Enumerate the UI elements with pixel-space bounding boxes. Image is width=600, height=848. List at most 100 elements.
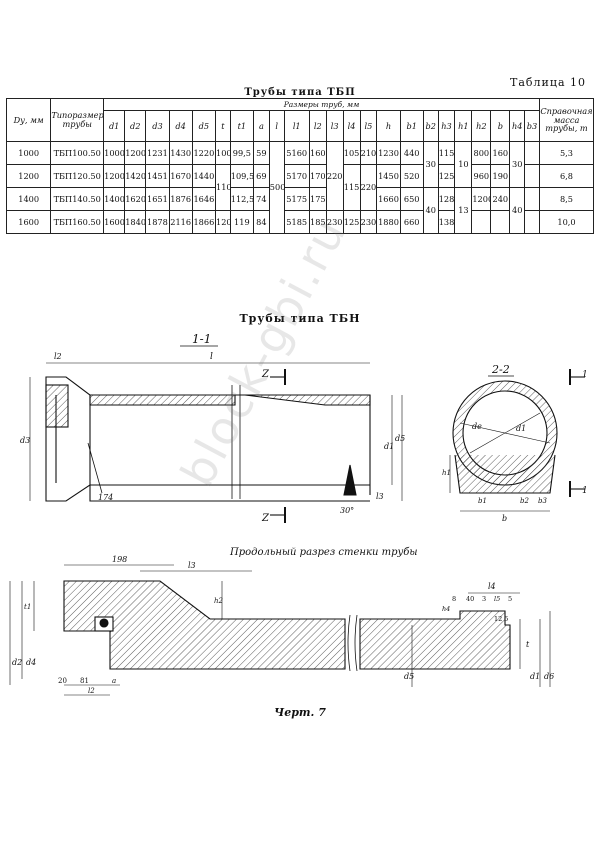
col-h3: h3 bbox=[437, 110, 456, 142]
cell-l5: 230 bbox=[359, 210, 378, 234]
cell-empty bbox=[524, 141, 540, 165]
cell-d1: 1200 bbox=[103, 164, 126, 188]
cell-b1: 520 bbox=[399, 164, 424, 188]
cell-t1: 99,5 bbox=[229, 141, 254, 165]
cell-d4: 2116 bbox=[168, 210, 193, 234]
label-d1-cross: d1 bbox=[516, 424, 526, 433]
label-cut1-bottom: 1 bbox=[582, 486, 588, 496]
label-12: 12 bbox=[494, 615, 502, 623]
cell-l3-span: 220 bbox=[325, 141, 344, 211]
col-t: t bbox=[214, 110, 231, 142]
cell-l5: 210 bbox=[359, 141, 378, 165]
col-d2: d2 bbox=[124, 110, 147, 142]
cell-dy: 1200 bbox=[5, 164, 52, 188]
cell-mass: 5,3 bbox=[538, 141, 595, 165]
drawing-title: Трубы типа ТБН bbox=[239, 312, 361, 325]
cell-b1: 440 bbox=[399, 141, 424, 165]
label-l: l bbox=[210, 352, 213, 362]
label-cut-top: Z bbox=[261, 369, 270, 380]
table-row: 1400 ТБП140.50 1400 1620 1651 1876 1646 … bbox=[5, 187, 595, 234]
cell-b1: 650 bbox=[399, 187, 424, 211]
cell-h1: 1200 bbox=[471, 187, 492, 211]
cell-h3: 138 bbox=[437, 210, 456, 234]
label-d5-wall: d5 bbox=[404, 672, 414, 681]
cell-a: 74 bbox=[252, 187, 270, 211]
cell-l2: 170 bbox=[308, 164, 327, 188]
label-d3-left: d3 bbox=[20, 436, 30, 445]
cell-h2: 240 bbox=[490, 187, 511, 211]
cell-a: 59 bbox=[252, 141, 270, 165]
col-d5: d5 bbox=[191, 110, 216, 142]
section-1-1-view: 1-1 l l2 174 Z Z d1 d5 bbox=[20, 332, 405, 524]
label-t-wall: t bbox=[526, 640, 530, 649]
cell-l1: 5160 bbox=[283, 141, 310, 165]
label-d6-wall: d6 bbox=[544, 672, 554, 681]
col-b: b bbox=[490, 110, 511, 142]
cell-h1: 800 bbox=[471, 141, 492, 165]
cell-h1 bbox=[471, 210, 492, 234]
cell-a: 69 bbox=[252, 164, 270, 188]
label-d4-wall: d4 bbox=[26, 658, 36, 667]
cell-t1: 109,5 bbox=[229, 164, 254, 188]
cell-type: ТБП100.50 bbox=[50, 141, 105, 165]
cell-d3: 1451 bbox=[145, 164, 170, 188]
col-b2: b2 bbox=[422, 110, 439, 142]
cell-b3-span: 30 bbox=[509, 141, 526, 188]
col-b3: b3 bbox=[524, 110, 540, 142]
col-l2: l2 bbox=[308, 110, 327, 142]
header-dy: Dу, мм bbox=[5, 98, 52, 142]
label-81: 81 bbox=[80, 677, 89, 685]
cell-d3: 1878 bbox=[145, 210, 170, 234]
cell-d2: 1200 bbox=[124, 141, 147, 165]
cell-d2: 1840 bbox=[124, 210, 147, 234]
label-h4-wall: h4 bbox=[442, 605, 450, 613]
cell-l2: 175 bbox=[308, 187, 327, 211]
cell-d2: 1620 bbox=[124, 187, 147, 211]
cell-t1: 112,5 bbox=[229, 187, 254, 211]
label-b2-cross: b2 bbox=[520, 497, 529, 505]
label-8: 8 bbox=[452, 595, 456, 603]
label-de: de bbox=[472, 422, 482, 431]
label-l2-top: l2 bbox=[54, 352, 62, 361]
label-cut-bottom: Z bbox=[261, 513, 270, 524]
table-row: 1200 ТБП120.50 1200 1420 1451 1670 1440 … bbox=[5, 164, 595, 211]
col-h1: h1 bbox=[454, 110, 473, 142]
table-number: Таблица 10 bbox=[510, 76, 586, 89]
cell-h: 1230 bbox=[376, 141, 401, 165]
cell-b2-span: 40 bbox=[422, 187, 439, 234]
cell-h: 1450 bbox=[376, 164, 401, 188]
cell-t-span: 110 bbox=[214, 164, 231, 211]
cell-h3: 125 bbox=[437, 164, 456, 188]
wall-caption: Продольный разрез стенки трубы bbox=[229, 547, 418, 558]
col-l5: l5 bbox=[359, 110, 378, 142]
cell-type: ТБП140.50 bbox=[50, 187, 105, 211]
cell-t: 120 bbox=[214, 210, 231, 234]
header-dims: Размеры труб, мм bbox=[103, 98, 540, 111]
label-l3-wall: l3 bbox=[188, 561, 196, 570]
label-a: a bbox=[112, 677, 116, 685]
cell-d5: 1220 bbox=[191, 141, 216, 165]
cell-mass: 10,0 bbox=[538, 210, 595, 234]
cell-l1: 5185 bbox=[283, 210, 310, 234]
label-20: 20 bbox=[58, 677, 67, 685]
table-row: 1600 ТБП160.50 1600 1840 1878 2116 1866 … bbox=[5, 210, 595, 234]
section-11-label: 1-1 bbox=[192, 332, 211, 346]
cell-type: ТБП120.50 bbox=[50, 164, 105, 188]
cell-h3: 128 bbox=[437, 187, 456, 211]
cell-l4-span: 115 bbox=[342, 164, 361, 211]
col-h4: h4 bbox=[509, 110, 526, 142]
label-d1-side: d1 bbox=[384, 442, 394, 451]
label-l2-wall: l2 bbox=[88, 687, 95, 695]
col-l: l bbox=[268, 110, 285, 142]
cell-empty bbox=[524, 210, 540, 234]
cell-b3-span: 40 bbox=[509, 187, 526, 234]
cell-t1: 119 bbox=[229, 210, 254, 234]
header-type: Типоразмер трубы bbox=[50, 98, 105, 142]
label-h2-wall: h2 bbox=[214, 597, 224, 605]
pipe-drawing: 1-1 l l2 174 Z Z d1 d5 bbox=[9, 332, 588, 696]
table-title: Трубы типа ТБП bbox=[244, 87, 356, 98]
cell-dy: 1400 bbox=[5, 187, 52, 211]
label-l4-wall: l4 bbox=[488, 582, 496, 591]
cell-d5: 1646 bbox=[191, 187, 216, 211]
col-h: h bbox=[376, 110, 401, 142]
